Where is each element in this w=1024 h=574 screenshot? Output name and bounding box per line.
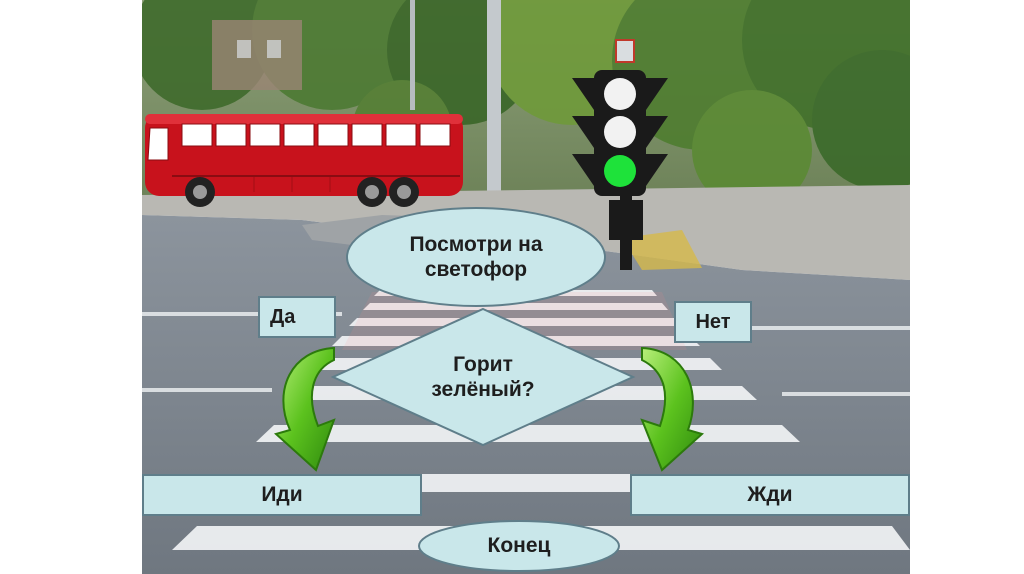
no-label: Нет	[674, 301, 752, 343]
building	[212, 20, 302, 90]
start-label: Посмотри на светофор	[409, 232, 543, 281]
start-ellipse	[346, 207, 606, 307]
wait-box: Жди	[630, 474, 910, 516]
street-pole	[487, 0, 501, 205]
bus-wheels	[185, 177, 419, 207]
light-top	[604, 78, 636, 110]
green-arrow-icon	[640, 346, 705, 472]
light-green	[604, 155, 636, 187]
bus-icon	[145, 114, 463, 207]
decision-label: Горит зелёный?	[431, 352, 535, 401]
slide: Посмотри на светофор Горит зелёный? Да Н…	[142, 0, 910, 574]
go-box: Иди	[142, 474, 422, 516]
light-middle	[604, 116, 636, 148]
yes-label: Да	[258, 296, 336, 338]
green-arrow-icon	[273, 346, 336, 472]
lane-markings	[142, 312, 910, 396]
end-ellipse	[418, 520, 620, 572]
decision-diamond	[330, 307, 636, 447]
traffic-light-icon	[572, 39, 668, 270]
end-label: Конец	[487, 534, 551, 558]
